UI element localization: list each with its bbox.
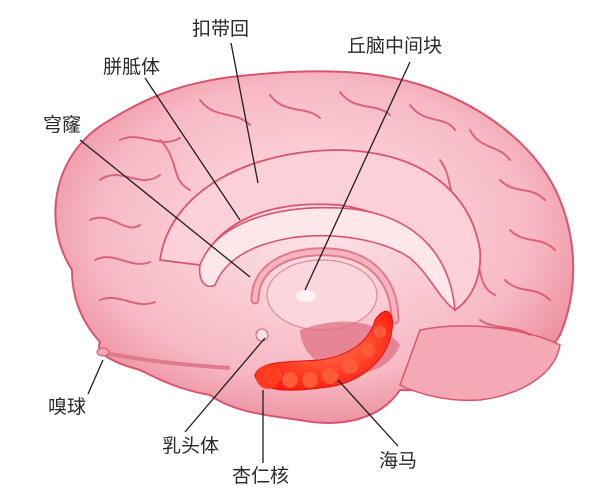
label-fornix: 穹窿: [43, 114, 82, 136]
amygdala: [256, 365, 280, 389]
label-amygdala: 杏仁核: [232, 465, 290, 487]
leader-lines: [79, 42, 411, 463]
label-interthalamic-adhesion: 丘脑中间块: [347, 35, 443, 57]
label-corpus-callosum: 胼胝体: [103, 56, 161, 78]
mammillary-body: [255, 328, 269, 342]
olfactory-bulb: [96, 347, 110, 357]
hippocampus: [254, 310, 394, 391]
cingulate-gyrus: [158, 149, 482, 312]
interthalamic-adhesion: [296, 290, 316, 302]
label-mammillary-body: 乳头体: [162, 435, 220, 457]
sulci: [89, 91, 556, 336]
olfactory-tract: [99, 350, 231, 370]
label-hippocampus: 海马: [379, 450, 418, 472]
cerebellum: [399, 325, 561, 402]
corpus-callosum: [198, 206, 456, 312]
thalamus: [266, 259, 378, 331]
label-olfactory-bulb: 嗅球: [48, 396, 87, 418]
label-cingulate-gyrus: 扣带回: [192, 18, 250, 40]
